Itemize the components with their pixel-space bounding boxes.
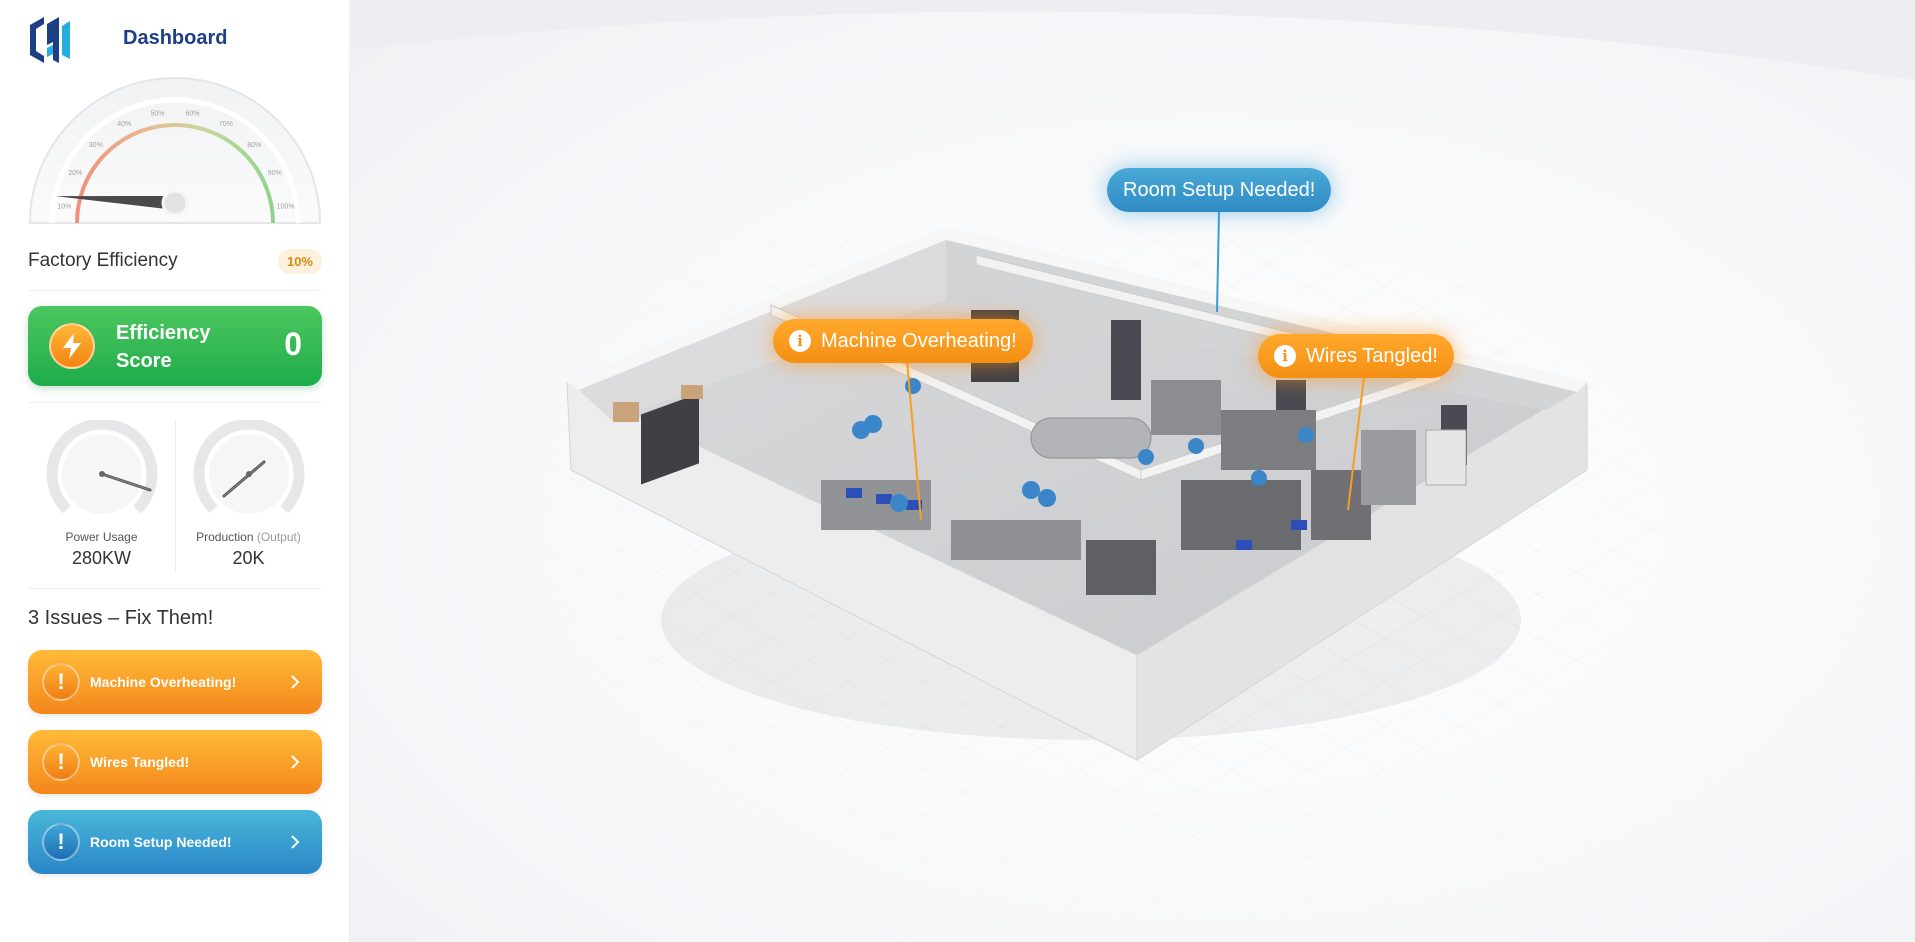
gauge-tick-label: 100% [277,204,295,211]
efficiency-badge: 10% [277,248,322,274]
alert-icon: ! [42,743,80,781]
gauge-tick-label: 60% [185,110,199,117]
gauge-tick-label: 90% [268,170,282,177]
gauge-tick-labels: 10% 20% 30% 40% 50% 60% 70% 80% 90% 100% [57,110,294,210]
production-gauge [193,420,304,528]
divider [28,402,322,403]
metrics-panel: Power Usage 280KW Production (Output) 20… [28,420,322,572]
machine-overheating-callout[interactable]: i Machine Overheating! [773,319,1033,363]
wires-tangled-callout-label: Wires Tangled! [1306,344,1438,367]
gauge-needle [55,196,176,210]
issue-wires-tangled-button[interactable]: ! Wires Tangled! [28,730,322,794]
factory-efficiency-row: Factory Efficiency 10% [28,246,322,276]
gauge-needle-shape [55,196,176,210]
dashboard-title[interactable]: Dashboard [123,27,228,49]
gauge-tick-label: 80% [247,142,261,149]
divider [28,588,322,589]
issue-label: Room Setup Needed! [90,834,232,850]
issue-machine-overheating-button[interactable]: ! Machine Overheating! [28,650,322,714]
lightning-bolt-icon [49,323,95,369]
chevron-right-icon [291,675,300,689]
gauge-tick-label: 50% [150,110,164,117]
power-usage-gauge [45,420,157,528]
power-usage-metric: Power Usage 280KW [28,420,175,572]
efficiency-score-card: Efficiency Score 0 [28,306,322,386]
issue-room-setup-button[interactable]: ! Room Setup Needed! [28,810,322,874]
production-metric: Production (Output) 20K [175,420,322,572]
gauge-tick-label: 20% [68,170,82,177]
issue-label: Machine Overheating! [90,674,237,690]
room-setup-callout[interactable]: Room Setup Needed! [1107,168,1332,212]
gauge-tick-label: 30% [89,142,103,149]
power-usage-label: Power Usage [65,530,138,544]
machine-overheating-callout-label: Machine Overheating! [821,329,1017,352]
issue-label: Wires Tangled! [90,754,190,770]
info-icon: i [1274,345,1296,367]
issues-title: 3 Issues – Fix Them! [28,607,214,629]
sidebar: Dashboard 10% 20% 30% 40% 50% 60% 70% 80% 90% 100… [0,0,350,942]
factory-efficiency-label: Factory Efficiency [28,250,178,271]
production-label-suffix: (Output) [256,530,301,544]
gauge-tick-label: 40% [117,121,131,128]
alert-icon: ! [42,663,80,701]
chevron-right-icon [291,835,300,849]
production-value: 20K [232,548,265,568]
divider [28,290,322,291]
metrics-divider [175,420,176,572]
brand-logo[interactable] [28,14,74,66]
production-label-text: Production [196,530,254,544]
factory-floor-plan[interactable] [351,0,1915,942]
production-label: Production (Output) [175,530,322,544]
factory-efficiency-gauge: 10% 20% 30% 40% 50% 60% 70% 80% 90% 100% [28,77,322,224]
efficiency-score-value: 0 [284,326,302,362]
gauge-tick-label: 70% [219,121,233,128]
factory-scene: i Machine Overheating! i Wires Tangled! … [351,0,1915,942]
room-setup-callout-label: Room Setup Needed! [1123,178,1316,201]
chevron-right-icon [291,755,300,769]
gauge-tick-label: 10% [57,204,71,211]
wires-tangled-callout[interactable]: i Wires Tangled! [1258,334,1454,378]
alert-icon: ! [42,823,80,861]
efficiency-score-label: Efficiency Score [116,322,211,372]
info-icon: i [789,330,811,352]
power-usage-value: 280KW [71,548,132,568]
